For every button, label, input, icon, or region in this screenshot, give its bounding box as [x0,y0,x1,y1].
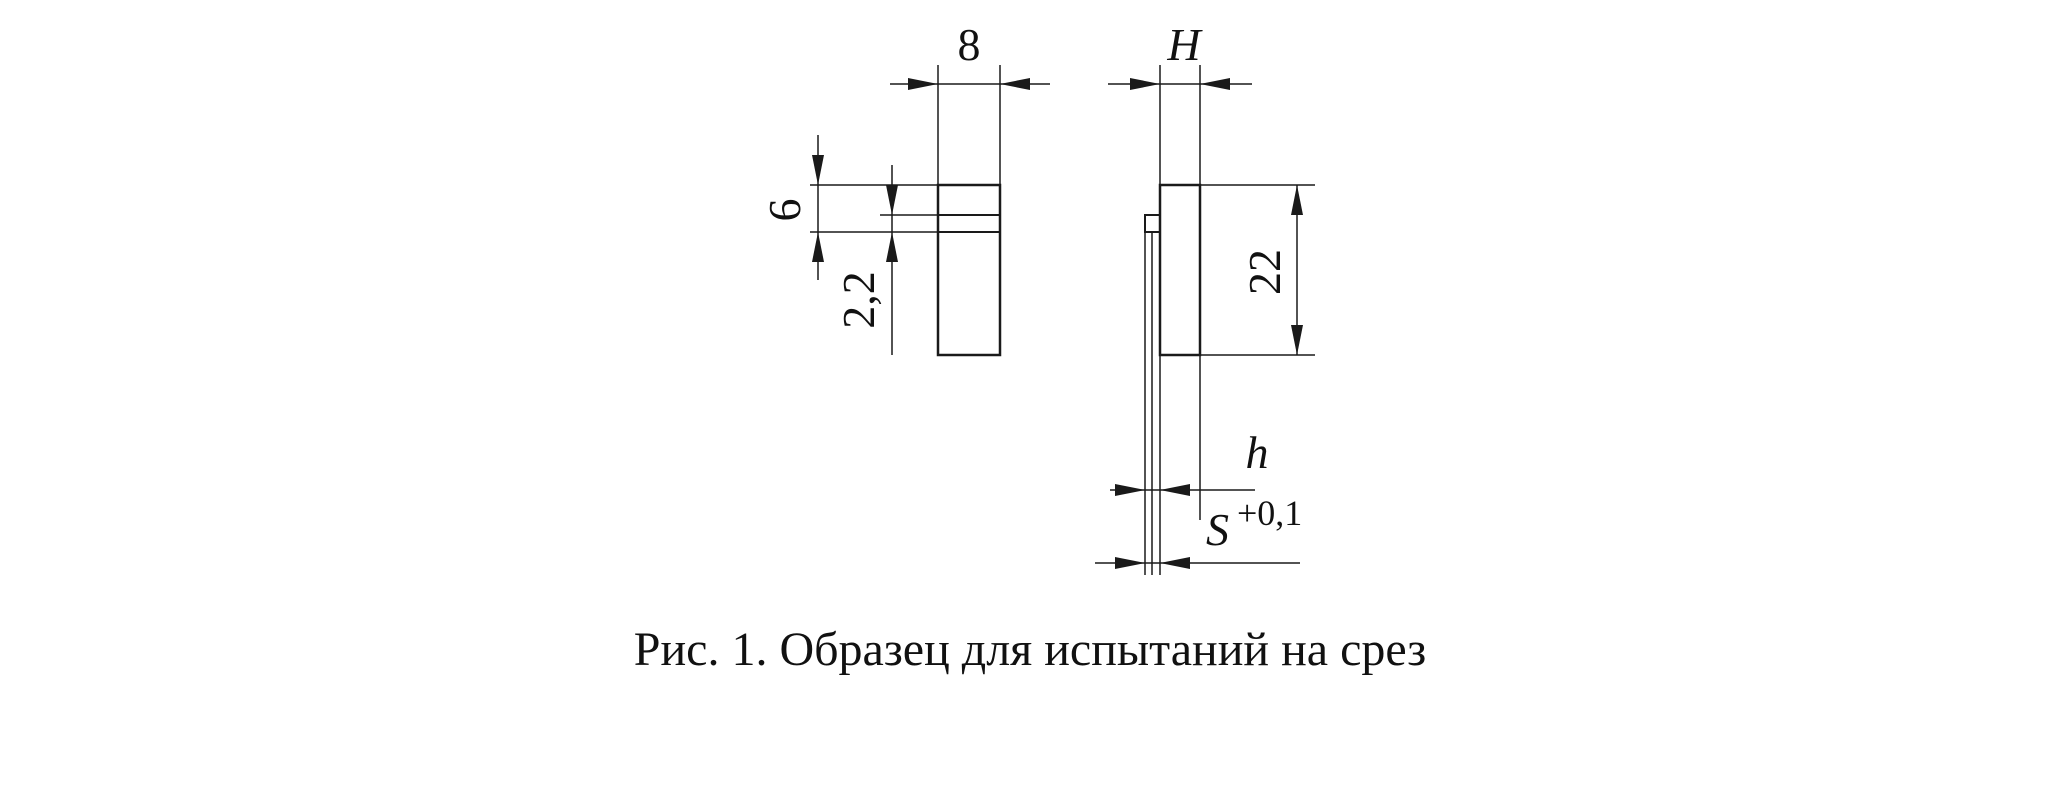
dim-22-arrow-bottom [1291,325,1303,355]
dim-s-label: S [1206,504,1229,555]
dim-2-2-arrow-bottom [886,232,898,262]
dim-6-arrow-top [812,155,824,185]
dim-6-label: 6 [759,199,810,222]
right-section-hatched [1158,183,1202,357]
right-view: H 22 h S +0,1 [1095,19,1315,575]
dim-h-arrow-left [1115,484,1145,496]
width-8-arrow-left [908,78,938,90]
figure-caption: Рис. 1. Образец для испытаний на срез [633,623,1427,676]
right-notch-tab [1144,214,1161,233]
dim-s-arrow-left [1115,557,1145,569]
dim-h-cap-arrow-right [1200,78,1230,90]
dim-h-arrow-right [1160,484,1190,496]
left-view: 8 6 2,2 [759,19,1050,357]
dim-22-arrow-top [1291,185,1303,215]
dim-s-tolerance: +0,1 [1237,493,1302,533]
dim-6-arrow-bottom [812,232,824,262]
left-specimen-body [936,183,1002,357]
width-8-arrow-right [1000,78,1030,90]
dim-h-cap-label: H [1166,19,1203,70]
dim-h-label: h [1246,427,1269,478]
dim-s-arrow-right [1160,557,1190,569]
width-8-label: 8 [958,19,981,70]
dim-h-cap-arrow-left [1130,78,1160,90]
dim-22-label: 22 [1239,249,1290,295]
dim-2-2-label: 2,2 [833,271,884,329]
dim-2-2-arrow-top [886,185,898,215]
